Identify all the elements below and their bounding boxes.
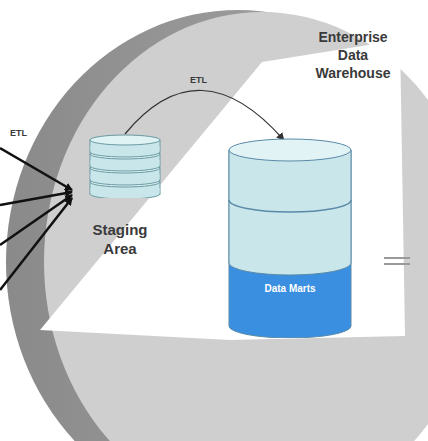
- disk-layer: [91, 160, 160, 166]
- disk-stack: [80, 128, 170, 198]
- disk-layer: [90, 189, 160, 198]
- disk-layer: [90, 161, 160, 171]
- input-arrow: [0, 198, 72, 290]
- disk-layer: [90, 147, 160, 157]
- disk-layer: [91, 146, 160, 152]
- node-label: Staging Area: [80, 220, 160, 258]
- cylinder-shape: [228, 138, 352, 338]
- white-plane: [40, 40, 405, 340]
- disk-layer: [90, 175, 160, 185]
- cylinder-top: [229, 139, 351, 161]
- disk-layer: [91, 188, 160, 194]
- equals-mark: [384, 257, 410, 259]
- data-marts-band: Data Marts: [234, 283, 346, 294]
- etl-label: ETL: [10, 128, 27, 138]
- disk-layer: [90, 135, 160, 145]
- cylinder-body: [229, 150, 351, 338]
- disk-layer: [91, 174, 160, 180]
- band-label: Data Marts: [234, 283, 346, 294]
- input-arrow: [0, 195, 72, 245]
- input-arrow: [0, 148, 72, 190]
- warehouse-cylinder: Enterprise Data WarehouseData Marts: [228, 138, 352, 338]
- edge-label: ETL: [190, 75, 207, 85]
- warehouse-heading: Enterprise Data Warehouse: [310, 28, 396, 82]
- staging-node: Staging Area: [80, 128, 170, 258]
- equals-mark: [384, 263, 410, 265]
- etl-connector: [125, 90, 284, 140]
- cylinder-upper: [229, 150, 351, 275]
- cylinder-divider: [229, 200, 351, 212]
